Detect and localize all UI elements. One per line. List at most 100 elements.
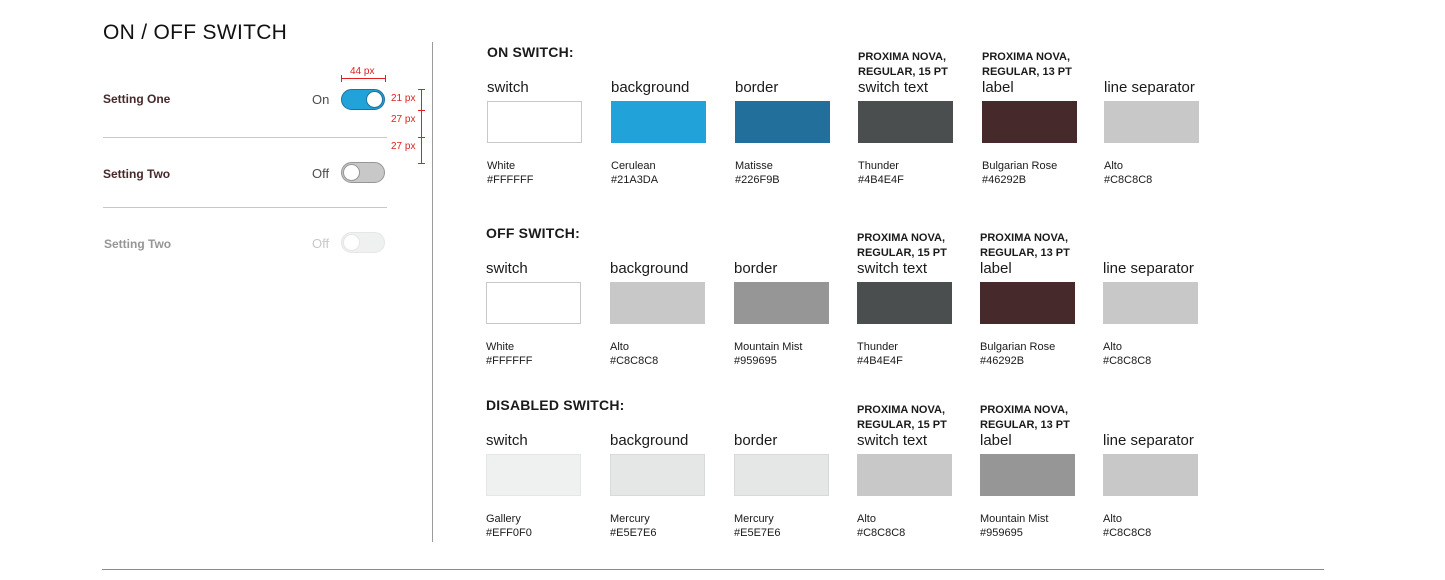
- setting-disabled-state-text: Off: [312, 236, 330, 251]
- color-swatch: [734, 454, 829, 496]
- dimension-tick: [418, 89, 425, 90]
- color-name: Mercury: [610, 513, 650, 525]
- color-hex: #46292B: [982, 174, 1027, 186]
- color-name: Alto: [857, 513, 876, 525]
- color-name: Bulgarian Rose: [980, 341, 1056, 353]
- dimension-tick: [418, 137, 425, 138]
- font-spec-line: REGULAR, 15 PT: [857, 419, 947, 431]
- line-separator: [103, 137, 387, 138]
- font-spec-line: PROXIMA NOVA,: [857, 404, 946, 416]
- color-swatch: [486, 454, 581, 496]
- color-hex: #C8C8C8: [857, 527, 906, 539]
- section-title: ON SWITCH:: [487, 44, 574, 60]
- color-hex: #C8C8C8: [610, 355, 659, 367]
- section-title: OFF SWITCH:: [486, 225, 580, 241]
- color-swatch: [857, 282, 952, 324]
- color-name: Alto: [1104, 160, 1123, 172]
- color-swatch: [1103, 454, 1198, 496]
- swatch-title: background: [611, 79, 690, 96]
- color-swatch: [735, 101, 830, 143]
- font-spec-line: REGULAR, 15 PT: [857, 247, 947, 259]
- height-dimension-line: [421, 89, 422, 163]
- color-name: Mountain Mist: [980, 513, 1049, 525]
- color-swatch: [1104, 101, 1199, 143]
- swatch-title: background: [610, 432, 689, 449]
- color-name: Alto: [610, 341, 629, 353]
- color-swatch: [1103, 282, 1198, 324]
- swatch-title: line separator: [1103, 432, 1194, 449]
- color-hex: #C8C8C8: [1103, 527, 1152, 539]
- font-spec-line: REGULAR, 13 PT: [980, 419, 1070, 431]
- color-swatch: [611, 101, 706, 143]
- color-name: Gallery: [486, 513, 521, 525]
- swatch-title: switch text: [858, 79, 929, 96]
- setting-two-label: Setting Two: [103, 167, 171, 181]
- font-spec-line: REGULAR, 15 PT: [858, 66, 948, 78]
- line-separator: [103, 207, 387, 208]
- swatch-title: switch: [486, 260, 528, 277]
- swatch-title: label: [980, 432, 1012, 449]
- width-dimension-label: 44 px: [350, 66, 375, 77]
- color-swatch: [858, 101, 953, 143]
- color-swatch: [734, 282, 829, 324]
- color-name: White: [486, 341, 515, 353]
- color-name: Thunder: [857, 341, 898, 353]
- color-hex: #959695: [734, 355, 777, 367]
- bottom-rule: [102, 569, 1324, 570]
- color-hex: #C8C8C8: [1103, 355, 1152, 367]
- color-swatch: [980, 282, 1075, 324]
- color-name: Alto: [1103, 341, 1122, 353]
- spacing-dimension-label: 27 px: [391, 141, 416, 152]
- dimension-tick: [341, 75, 342, 82]
- color-swatch: [982, 101, 1077, 143]
- font-spec-line: PROXIMA NOVA,: [857, 232, 946, 244]
- color-hex: #21A3DA: [611, 174, 659, 186]
- setting-two-state-text: Off: [312, 166, 330, 181]
- section-title: DISABLED SWITCH:: [486, 397, 625, 413]
- height-dimension-label: 21 px: [391, 93, 416, 104]
- swatch-title: line separator: [1104, 79, 1195, 96]
- color-hex: #FFFFFF: [487, 174, 534, 186]
- font-spec-line: REGULAR, 13 PT: [982, 66, 1072, 78]
- swatch-title: switch text: [857, 432, 928, 449]
- font-spec-line: PROXIMA NOVA,: [982, 51, 1071, 63]
- swatch-title: switch text: [857, 260, 928, 277]
- swatch-title: border: [735, 79, 779, 96]
- color-name: Thunder: [858, 160, 899, 172]
- color-hex: #E5E7E6: [734, 527, 781, 539]
- spacing-dimension-label: 27 px: [391, 114, 416, 125]
- color-name: Cerulean: [611, 160, 656, 172]
- swatch-title: label: [980, 260, 1012, 277]
- swatch-title: border: [734, 432, 778, 449]
- color-swatch: [610, 454, 705, 496]
- setting-disabled-label: Setting Two: [104, 237, 172, 251]
- color-hex: #4B4E4F: [858, 174, 904, 186]
- toggle-knob: [366, 91, 383, 108]
- setting-one-state-text: On: [312, 92, 330, 107]
- color-hex: #46292B: [980, 355, 1025, 367]
- toggle-knob: [343, 164, 360, 181]
- color-hex: #226F9B: [735, 174, 780, 186]
- color-hex: #E5E7E6: [610, 527, 657, 539]
- color-name: Mercury: [734, 513, 774, 525]
- width-dimension-line: [341, 78, 385, 79]
- font-spec-line: PROXIMA NOVA,: [980, 232, 1069, 244]
- font-spec-line: PROXIMA NOVA,: [858, 51, 947, 63]
- setting-two-toggle[interactable]: [341, 162, 385, 183]
- setting-disabled-toggle: [341, 232, 385, 253]
- toggle-knob: [343, 234, 360, 251]
- color-swatch: [857, 454, 952, 496]
- swatch-title: background: [610, 260, 689, 277]
- dimension-tick: [418, 110, 425, 111]
- color-name: Alto: [1103, 513, 1122, 525]
- color-hex: #959695: [980, 527, 1023, 539]
- dimension-tick: [418, 163, 425, 164]
- font-spec-line: PROXIMA NOVA,: [980, 404, 1069, 416]
- color-swatch: [610, 282, 705, 324]
- font-spec-line: REGULAR, 13 PT: [980, 247, 1070, 259]
- vertical-divider: [432, 42, 433, 542]
- color-hex: #FFFFFF: [486, 355, 533, 367]
- setting-one-toggle[interactable]: [341, 89, 385, 110]
- swatch-title: switch: [486, 432, 528, 449]
- page-title: ON / OFF SWITCH: [103, 21, 288, 44]
